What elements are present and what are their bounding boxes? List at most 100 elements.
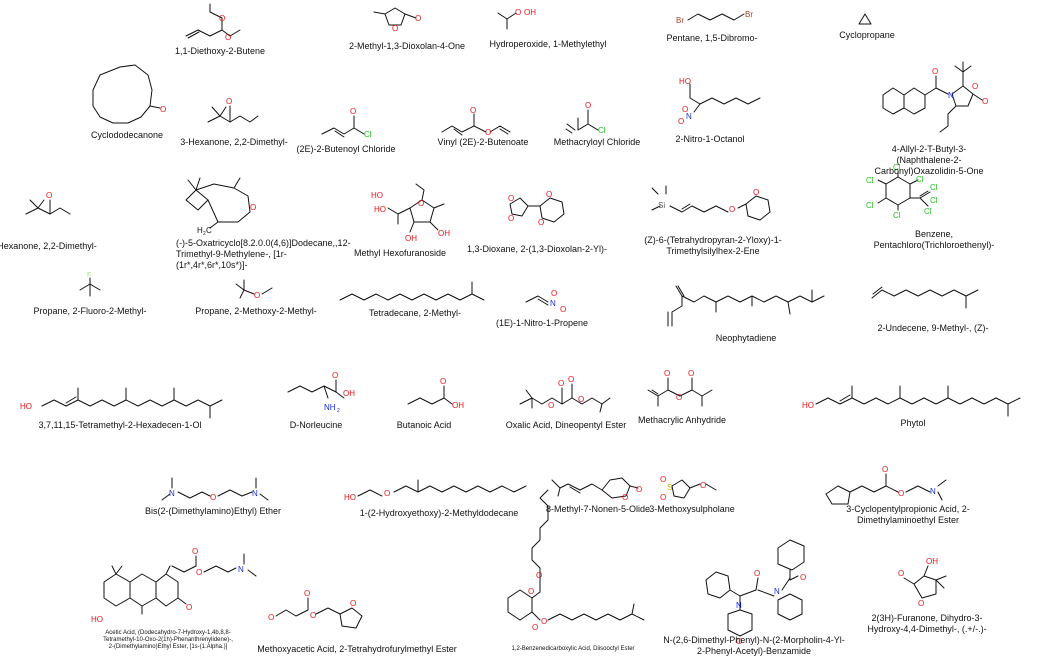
atom-label: OH: [926, 557, 938, 566]
atom-label: Cl: [916, 175, 924, 184]
atom-label: O: [636, 485, 642, 494]
compound-name: 4-Allyl-2-T-Butyl-3-(Naphthalene-2-Carbo…: [874, 144, 984, 176]
compound-name: 2(3H)-Furanone, Dihydro-3- Hydroxy-4,4-D…: [867, 613, 987, 634]
compound-name: Acetic Acid, (Dodecahydro-7-Hydroxy-1,4b…: [103, 630, 233, 650]
structure-c36: [103, 553, 257, 615]
atom-label: O: [682, 105, 688, 114]
atom-label: H: [197, 226, 203, 235]
atom-label: O: [310, 611, 316, 620]
structure-c19: [79, 277, 101, 297]
atom-label: HO: [91, 615, 103, 624]
structure-c33: [551, 477, 639, 499]
atom-label: O: [548, 401, 554, 410]
structure-c35: [825, 473, 947, 505]
atom-label: O: [800, 573, 806, 582]
compound-name: 3,7,11,15-Tetramethyl-2-Hexadecen-1-Ol: [38, 420, 202, 430]
atom-label: O: [532, 623, 538, 632]
compound-name: Neophytadiene: [715, 333, 777, 343]
atom-label: O: [898, 489, 904, 498]
compound-name: Methoxyacetic Acid, 2-Tetrahydrofurylmet…: [257, 644, 457, 654]
structure-c34: [671, 479, 717, 499]
structure-c10: [565, 109, 599, 134]
atom-label: S: [667, 483, 672, 492]
atom-label: O: [160, 105, 166, 114]
atom-label: O: [268, 613, 274, 622]
structure-c01: [185, 3, 241, 39]
structure-c02: [373, 7, 417, 26]
atom-label: Cl: [866, 201, 874, 210]
compound-name: 3-Cyclopentylpropionic Acid, 2-Dimethyla…: [846, 504, 970, 525]
atom-label: N: [169, 489, 175, 498]
compound-name: 2-Undecene, 9-Methyl-, (Z)-: [877, 323, 989, 333]
atom-label: O: [186, 603, 192, 612]
structure-c04: [687, 13, 745, 21]
atom-label: N: [252, 489, 258, 498]
compound-name: 2-Methyl-1,3-Dioxolan-4-One: [348, 41, 466, 51]
structure-c28: [519, 383, 611, 413]
atom-label: NH: [324, 403, 336, 412]
atom-label: OH: [524, 8, 536, 17]
atom-label: O: [254, 291, 260, 300]
atom-label: O: [485, 128, 491, 137]
compound-name: 8-Methyl-7-Nonen-5-Olide: [545, 504, 651, 514]
atom-label: HO: [371, 191, 383, 200]
compound-name: Cyclododecanone: [90, 130, 164, 140]
compound-name: Phytol: [900, 418, 926, 428]
compound-name: Oxalic Acid, Dineopentyl Ester: [505, 420, 627, 430]
structure-c06: [92, 64, 161, 124]
atom-label: O: [972, 82, 978, 91]
atom-label: N: [736, 601, 742, 610]
structure-c39: [705, 539, 805, 637]
atom-label: Cl: [893, 211, 901, 220]
compound-name: D-Norleucine: [289, 420, 343, 430]
compound-name: Hydroperoxide, 1-Methylethyl: [489, 39, 607, 49]
atom-label: N: [948, 91, 954, 100]
atom-label: OH: [405, 234, 417, 243]
atom-label: O: [736, 637, 742, 646]
atom-label: 2: [337, 408, 340, 414]
atom-label: Br: [676, 16, 684, 25]
atom-label: O: [982, 97, 988, 106]
structure-c26: [287, 379, 345, 399]
structure-c32: [357, 479, 527, 497]
compound-name: 1,3-Dioxane, 2-(1,3-Dioxolan-2-Yl)-: [466, 244, 608, 254]
compound-name: Pentane, 1,5-Dibromo-: [666, 33, 758, 43]
structure-c03: [497, 12, 517, 30]
structure-c08: [321, 115, 365, 138]
structure-c38: [507, 489, 645, 621]
atom-label: Cl: [866, 176, 874, 185]
structure-c22: [525, 295, 549, 306]
structure-c15: [387, 183, 445, 233]
atom-label: O: [250, 203, 256, 212]
compound-name: Benzene, Pentachloro(Trichloroethenyl)-: [873, 229, 995, 250]
atom-label: O: [415, 14, 421, 23]
atom-label: O: [558, 379, 564, 388]
compound-name: Methacrylic Anhydride: [637, 415, 727, 425]
atom-label: O: [568, 375, 574, 384]
atom-label: HO: [374, 205, 386, 214]
atom-label: Br: [745, 10, 753, 19]
atom-label: O: [560, 305, 566, 314]
compound-name: Cyclopropane: [839, 30, 895, 40]
atom-label: O: [676, 393, 682, 402]
compound-name: Butanoic Acid: [396, 420, 452, 430]
atom-label: O: [508, 214, 514, 223]
atom-label: O: [753, 188, 759, 197]
compound-name: Bis(2-(Dimethylamino)Ethyl) Ether: [144, 506, 282, 516]
structure-c37: [275, 597, 363, 629]
atom-label: O: [729, 205, 735, 214]
atom-label: 2: [203, 231, 206, 237]
structure-c11: [689, 83, 761, 113]
atom-label: O: [515, 8, 521, 17]
compound-name: (-)-5-Oxatricyclo[8.2.0.0(4,6)]Dodecane,…: [176, 238, 351, 270]
atom-label: N: [686, 112, 692, 121]
structure-c17: [651, 185, 771, 221]
atom-label: O: [578, 395, 584, 404]
structure-c40: [903, 565, 947, 599]
structure-c24: [871, 286, 979, 309]
atom-label: O: [551, 289, 557, 298]
compound-name: (1E)-1-Nitro-1-Propene: [495, 318, 589, 328]
atom-label: HO: [802, 401, 814, 410]
compound-name: Methyl Hexofuranoside: [353, 248, 447, 258]
